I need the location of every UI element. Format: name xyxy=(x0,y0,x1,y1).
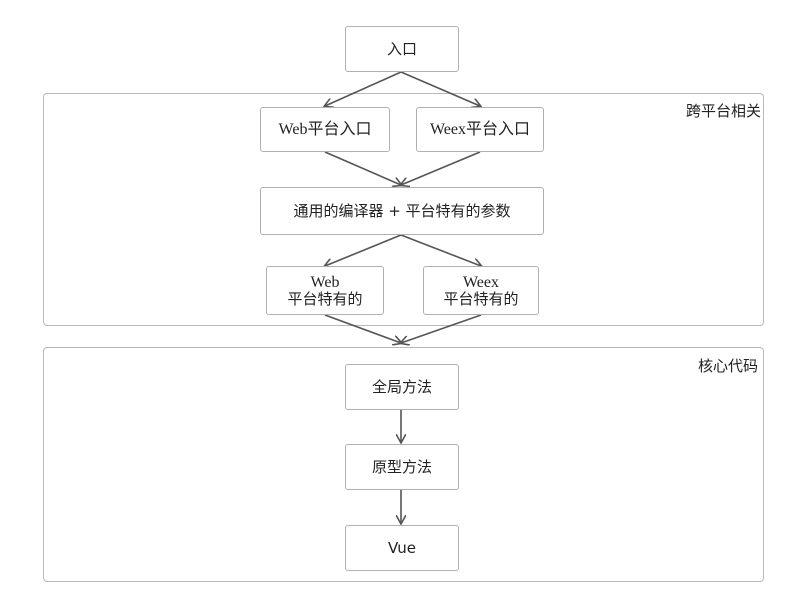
edge-entry-to-weex-entry xyxy=(400,71,480,106)
edge-web-specific-to-global xyxy=(324,314,401,343)
compiler-node-label: 通用的编译器 + 平台特有的参数 xyxy=(293,201,511,220)
cross-platform-group xyxy=(43,93,764,326)
cross-platform-group-label: 跨平台相关 xyxy=(686,102,762,120)
weex-specific-node-line1: Weex xyxy=(462,273,500,291)
weex-specific-node: Weex 平台特有的 xyxy=(423,266,539,315)
web-entry-node-label: Web平台入口 xyxy=(278,121,372,138)
prototype-methods-node-label: 原型方法 xyxy=(371,457,432,476)
edge-entry-to-web-entry xyxy=(325,71,402,106)
weex-entry-node-label: Weex平台入口 xyxy=(429,121,531,138)
vue-node-label: Vue xyxy=(388,538,416,557)
global-methods-node-label: 全局方法 xyxy=(371,377,432,396)
web-specific-node-line1: Web xyxy=(310,273,340,291)
compiler-node: 通用的编译器 + 平台特有的参数 xyxy=(260,187,544,235)
web-specific-node: Web 平台特有的 xyxy=(266,266,384,315)
edge-weex-specific-to-global xyxy=(401,314,482,343)
entry-node: 入口 xyxy=(345,26,459,72)
core-code-group-label: 核心代码 xyxy=(698,357,759,375)
weex-specific-node-line2: 平台特有的 xyxy=(443,289,519,308)
weex-entry-node: Weex平台入口 xyxy=(416,107,544,152)
edge-web-entry-to-compiler xyxy=(324,151,401,185)
edge-compiler-to-weex-specific xyxy=(400,234,481,266)
web-entry-node: Web平台入口 xyxy=(260,107,390,152)
edge-weex-entry-to-compiler xyxy=(401,151,481,185)
core-code-group xyxy=(43,347,764,582)
edge-compiler-to-web-specific xyxy=(325,234,402,266)
prototype-methods-node: 原型方法 xyxy=(345,444,459,490)
vue-node: Vue xyxy=(345,525,459,571)
entry-node-label: 入口 xyxy=(386,39,417,58)
web-specific-node-line2: 平台特有的 xyxy=(287,289,363,308)
global-methods-node: 全局方法 xyxy=(345,364,459,410)
